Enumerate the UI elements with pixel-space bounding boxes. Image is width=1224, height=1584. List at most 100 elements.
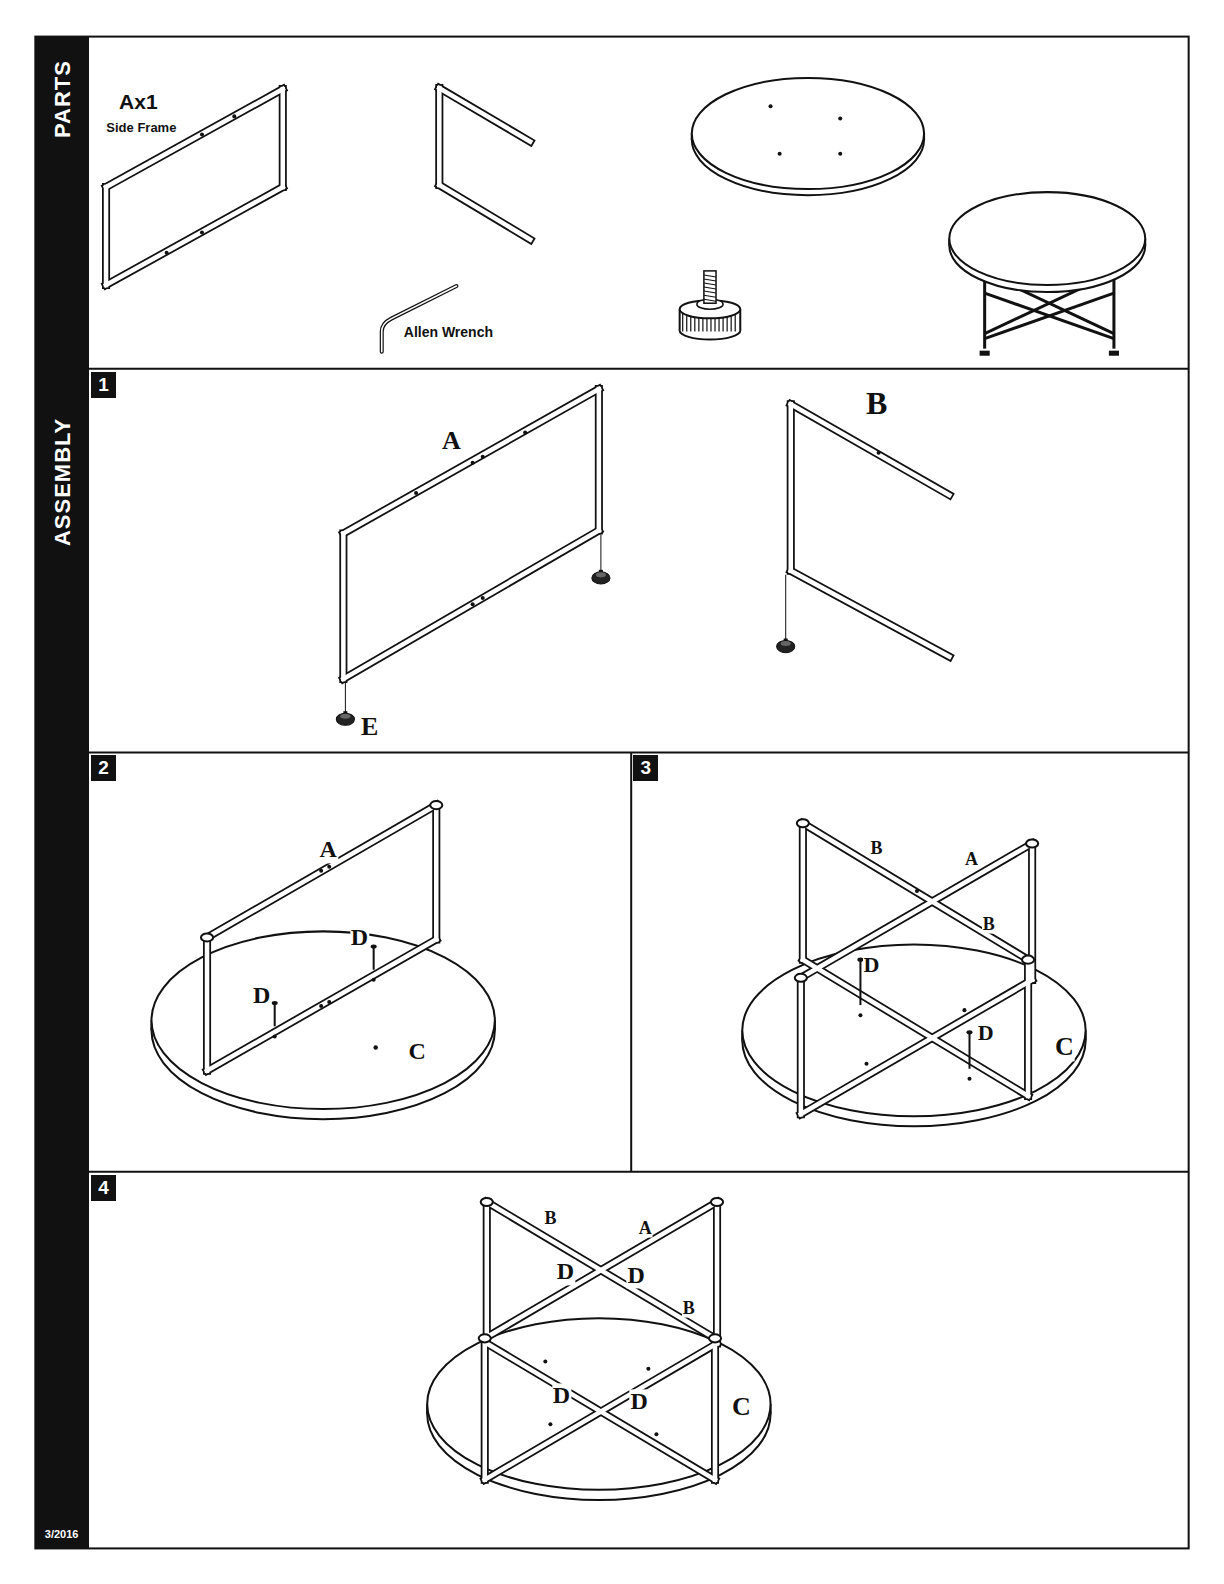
top-surface [427,1318,770,1490]
screw-head [966,1030,972,1034]
part-letter: E [360,713,379,740]
foot-top [596,572,606,577]
tube-outline [803,960,1028,1096]
step-number: 2 [98,757,109,779]
foot-top [340,714,350,719]
foot-base [592,572,610,584]
panel-divider [630,753,632,1172]
bolt-hole [319,869,323,873]
tube-outline [207,939,436,1070]
step-3 [742,819,1085,1126]
bolt-hole [319,1004,323,1008]
tube-outline [343,530,599,678]
assembled-table [949,192,1145,356]
step-number-box: 4 [91,1175,116,1201]
step-number-box: 2 [91,755,116,781]
bolt-hole [327,1000,331,1004]
screw-hole [273,1034,277,1038]
tube-fill [485,1202,490,1343]
tube-outline [343,389,599,533]
tube-fill [343,389,599,533]
tube-fill [341,533,346,678]
part-letter: B [682,1298,696,1317]
tube-outline [432,805,440,939]
leader-line [345,683,346,713]
bolt-hole [327,865,331,869]
bolt-hole [543,1360,547,1364]
thread [704,287,716,289]
tube-fill [799,978,804,1114]
post-cap [430,801,442,809]
leader-line [785,575,786,641]
section-heading: ASSEMBLY [50,418,76,546]
foot-top [781,641,791,646]
thread [704,299,716,301]
step-number: 4 [98,1177,109,1199]
part-letter: B [982,915,996,934]
tube-fill [485,1343,717,1479]
part-letter: C [1054,1034,1075,1061]
bolt-hole [232,114,236,118]
step-2 [151,801,494,1119]
post-cap [481,1198,493,1206]
bolt-hole [838,116,842,120]
thread [704,279,716,281]
tube-fill [281,89,286,187]
tube-outline [106,187,283,285]
post-cap [711,1198,723,1206]
u-frame-b [439,88,530,239]
tube-fill [801,823,806,959]
section-heading: PARTS [50,60,76,138]
tube-fill [485,1202,717,1338]
foot-stud [704,271,716,303]
post-cap [1022,956,1034,964]
part-letter: D [863,954,881,977]
part-letter: B [870,839,884,858]
cross-frame [485,1202,717,1480]
leader-line [600,534,601,571]
tube-outline [439,185,530,240]
tube-outline [803,823,1028,959]
tube-outline [207,805,436,937]
part-letter: A [964,850,979,869]
top-surface [692,78,924,189]
panel-divider [89,752,1189,754]
section-band: PARTS [35,36,89,368]
part-name: Side Frame [106,121,176,135]
tube-fill [437,88,442,185]
leveling-foot [680,271,741,340]
tube-fill [205,937,210,1070]
foot-collar [697,299,723,309]
thread [704,295,716,297]
bolt-hole [915,889,919,893]
part-letter: D [350,926,369,951]
tube-outline [339,533,347,678]
table-top [949,192,1145,292]
post-cap [201,933,213,941]
bolt-hole [165,251,169,255]
bolt-hole [877,451,881,455]
allen-wrench-inner [382,286,457,352]
step-4 [427,1198,770,1500]
tube-outline [483,1202,491,1343]
side-frame-a [343,389,599,679]
foot-base [777,641,795,653]
tube-fill [439,185,530,240]
tube-outline [485,1343,717,1479]
tube-outline [799,823,807,959]
part-letter: C [407,1040,426,1065]
u-frame-b [791,404,950,656]
part-letter: D [552,1383,571,1408]
step-1 [336,389,949,725]
part-letter: A [441,428,462,455]
part-name: Allen Wrench [404,325,493,340]
tube-outline [801,980,1032,1114]
tube-fill [343,530,599,678]
bolt-hole [838,152,842,156]
tube-fill [207,805,436,937]
part-letter: B [543,1208,557,1227]
tube-outline [485,1202,717,1338]
part-count: Ax1 [119,91,158,113]
